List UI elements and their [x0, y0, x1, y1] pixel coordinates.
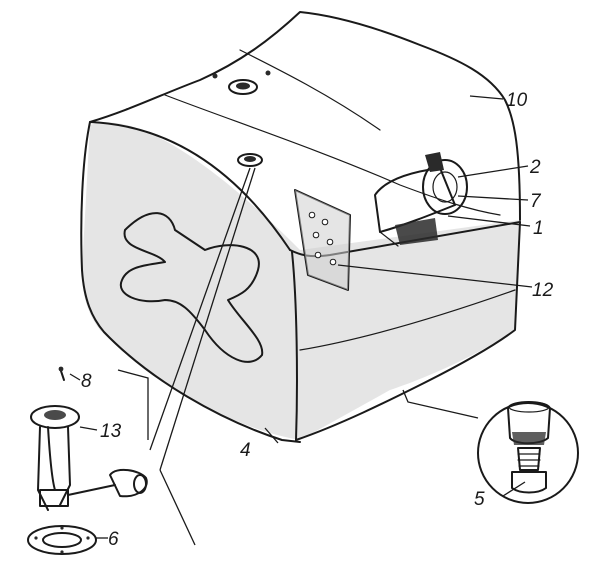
callout-8: 8 — [81, 371, 92, 392]
callout-6: 6 — [108, 529, 119, 550]
callout-labels: 10 2 7 1 12 8 13 4 5 6 — [81, 90, 554, 550]
callout-10: 10 — [506, 90, 528, 111]
drain-plug-detail — [402, 389, 579, 504]
callout-7: 7 — [530, 191, 542, 212]
callout-leaders — [69, 95, 533, 539]
callout-5: 5 — [474, 489, 485, 510]
sensor-gasket — [27, 525, 97, 555]
callout-4: 4 — [240, 440, 251, 461]
fuel-level-sensor — [30, 366, 148, 511]
sensor-lead-lines — [117, 167, 256, 546]
callout-1: 1 — [533, 218, 544, 239]
fuel-tank — [80, 11, 521, 443]
callout-12: 12 — [532, 280, 554, 301]
callout-2: 2 — [529, 157, 541, 178]
callout-13: 13 — [100, 421, 122, 442]
